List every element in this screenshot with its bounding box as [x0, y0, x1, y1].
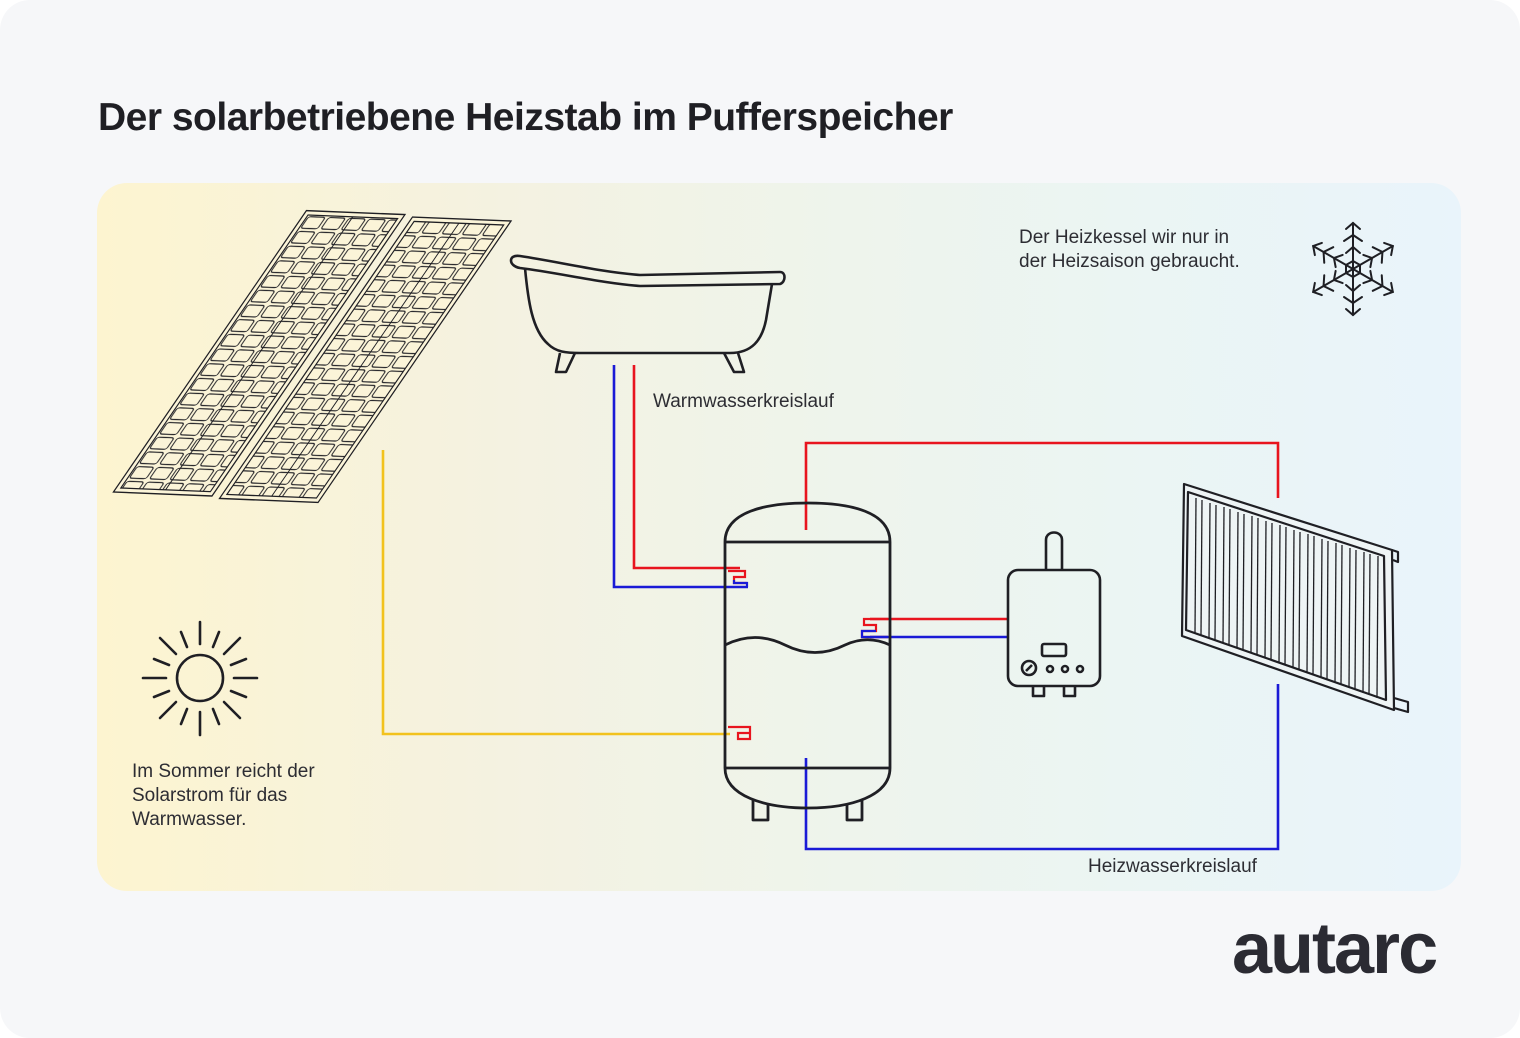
heating-water-circuit-pipes: [804, 441, 1280, 851]
boiler-pipes: [870, 617, 1008, 639]
buffer-tank-icon: [723, 501, 892, 822]
hot-water-circuit-label: Warmwasserkreislauf: [653, 391, 834, 412]
summer-note: Im Sommer reicht der Solarstrom für das …: [132, 760, 372, 832]
solar-power-line: [381, 450, 730, 736]
boiler-icon: [1006, 531, 1102, 698]
brand-logo: autarc: [1232, 909, 1438, 989]
radiator-icon: [1180, 482, 1410, 714]
heating-flow-pipe: [804, 441, 1280, 530]
solar-panel-icon: [112, 209, 513, 504]
page-title: Der solarbetriebene Heizstab im Puffersp…: [98, 96, 953, 139]
coil-hot-water: [728, 569, 747, 585]
winter-note-line-1: Der Heizkessel wir nur in: [1019, 227, 1230, 248]
sun-icon: [141, 620, 259, 737]
summer-note-line-3: Warmwasser.: [132, 809, 247, 830]
winter-note: Der Heizkessel wir nur in der Heizsaison…: [1019, 226, 1319, 274]
coil-boiler: [860, 617, 888, 639]
heating-return-pipe: [804, 684, 1280, 851]
summer-note-line-1: Im Sommer reicht der: [132, 761, 315, 782]
snowflake-icon: [1312, 221, 1394, 317]
summer-note-line-2: Solarstrom für das: [132, 785, 288, 806]
heat-exchanger-coils: [728, 569, 888, 741]
heating-rod-coil: [728, 725, 752, 741]
hot-water-circuit-pipes: [612, 365, 748, 589]
heating-water-circuit-label: Heizwasserkreislauf: [1088, 856, 1257, 877]
hot-water-return-pipe: [612, 365, 748, 589]
bathtub-icon: [509, 254, 786, 374]
winter-note-line-2: der Heizsaison gebraucht.: [1019, 251, 1240, 272]
hot-water-flow-pipe: [632, 365, 740, 570]
